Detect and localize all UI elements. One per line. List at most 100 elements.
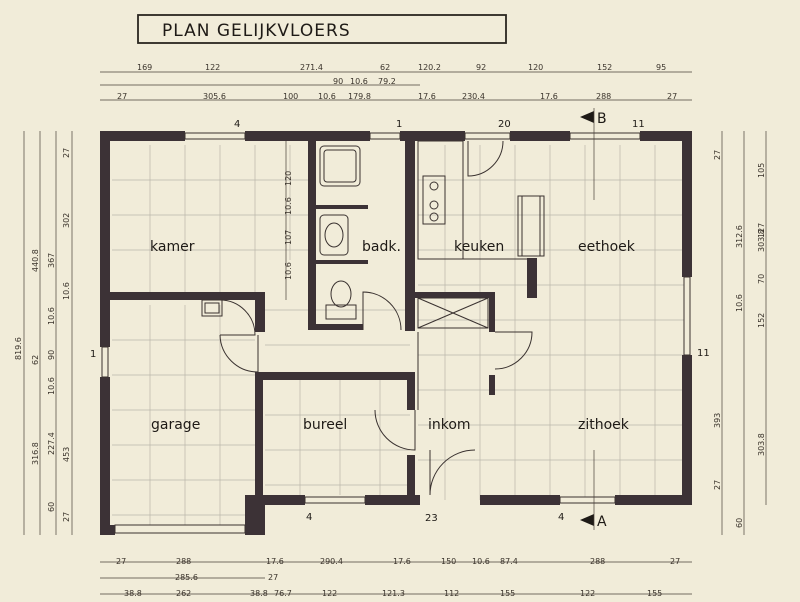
svg-text:271.4: 271.4 <box>300 63 323 72</box>
svg-text:10.6: 10.6 <box>47 307 56 325</box>
outer-wall-bottom-bureel-a <box>255 495 305 505</box>
svg-text:10.6: 10.6 <box>350 77 368 86</box>
dims-bottom-row3: 38.8 262 38.8 76.7 122 121.3 112 155 122… <box>124 589 662 598</box>
inner-wall-bureel-right-b <box>407 455 415 505</box>
svg-text:27: 27 <box>670 557 680 566</box>
room-zithoek: zithoek <box>578 417 630 433</box>
svg-text:17.6: 17.6 <box>266 557 284 566</box>
svg-text:62: 62 <box>380 63 390 72</box>
svg-text:179.8: 179.8 <box>348 92 371 101</box>
doors <box>219 140 533 496</box>
stove-icon <box>422 175 446 225</box>
svg-text:120: 120 <box>284 171 293 186</box>
inner-wall-bath-mid2 <box>316 260 368 264</box>
room-labels: kamer badk. keuken eethoek garage bureel… <box>150 239 636 433</box>
svg-text:92: 92 <box>476 63 486 72</box>
wall-mark-top-11: 11 <box>632 119 645 130</box>
svg-text:367: 367 <box>47 253 56 268</box>
door-garage-hall <box>219 334 259 373</box>
svg-text:79.2: 79.2 <box>378 77 396 86</box>
outer-wall-top-left <box>100 131 185 141</box>
svg-text:27: 27 <box>117 92 127 101</box>
fixtures <box>201 140 545 410</box>
door-kamer <box>219 299 256 336</box>
room-inkom: inkom <box>428 417 471 433</box>
outer-wall-right-bottom <box>682 355 692 505</box>
svg-text:127: 127 <box>757 223 766 238</box>
svg-text:120: 120 <box>528 63 543 72</box>
door-front <box>429 449 476 496</box>
room-bureel: bureel <box>303 417 347 433</box>
section-a-arrow <box>580 514 594 526</box>
svg-text:17.6: 17.6 <box>540 92 558 101</box>
plan-title: PLAN GELIJKVLOERS <box>162 21 351 41</box>
dims-top-row1: 169 122 271.4 62 120.2 92 120 152 95 <box>137 63 666 72</box>
svg-text:316.8: 316.8 <box>31 442 40 465</box>
section-b-label: B <box>597 111 607 127</box>
inner-wall-bath-right <box>405 141 415 331</box>
svg-text:10.6: 10.6 <box>284 262 293 280</box>
svg-text:122: 122 <box>580 589 595 598</box>
svg-text:393: 393 <box>713 413 722 428</box>
inner-wall-inkom-right-b <box>489 375 495 395</box>
outer-wall-bottom-right <box>615 495 692 505</box>
wall-mark-top-4: 4 <box>234 119 240 130</box>
outer-wall-top-right-a <box>400 131 465 141</box>
svg-text:105: 105 <box>757 163 766 178</box>
svg-text:290.4: 290.4 <box>320 557 343 566</box>
svg-text:100: 100 <box>283 92 298 101</box>
bathtub-icon <box>319 145 361 187</box>
window-right-eethoek <box>683 276 691 356</box>
svg-text:87.4: 87.4 <box>500 557 518 566</box>
svg-text:38.8: 38.8 <box>250 589 268 598</box>
svg-text:27: 27 <box>713 480 722 490</box>
dims-interior: 120 10.6 107 10.6 <box>284 171 293 280</box>
outer-wall-right-top <box>682 131 692 277</box>
inner-wall-inkom-right <box>489 292 495 332</box>
svg-text:76.7: 76.7 <box>274 589 292 598</box>
title-box <box>137 14 507 44</box>
outer-wall-bottom-inkom <box>480 495 560 505</box>
svg-text:27: 27 <box>62 148 71 158</box>
wall-mark-bottom-4a: 4 <box>306 512 312 523</box>
section-a-label: A <box>597 514 607 530</box>
window-bottom-bureel <box>304 496 366 504</box>
svg-text:27: 27 <box>713 150 722 160</box>
svg-text:10.6: 10.6 <box>472 557 490 566</box>
walls <box>100 131 692 535</box>
door-bath <box>362 291 402 331</box>
window-top-bath <box>369 132 401 140</box>
svg-text:303.8: 303.8 <box>757 433 766 456</box>
svg-text:285.6: 285.6 <box>175 573 198 582</box>
svg-text:819.6: 819.6 <box>14 337 23 360</box>
wall-mark-right-11: 11 <box>697 348 710 359</box>
dims-right: 27 105 127 70 10.6 152 393 27 60 312.6 3… <box>713 150 766 528</box>
floor-grid <box>112 145 688 525</box>
wall-mark-bottom-4b: 4 <box>558 512 564 523</box>
window-left-garage <box>101 346 109 378</box>
room-kamer: kamer <box>150 239 195 255</box>
inner-wall-bureel-right-a <box>407 372 415 410</box>
svg-text:262: 262 <box>176 589 191 598</box>
svg-text:10.6: 10.6 <box>735 294 744 312</box>
svg-text:453: 453 <box>62 447 71 462</box>
outer-wall-top-right-c <box>640 131 692 141</box>
svg-text:27: 27 <box>268 573 278 582</box>
svg-text:62: 62 <box>31 355 40 365</box>
window-top-eethoek <box>569 132 641 140</box>
svg-text:440.8: 440.8 <box>31 249 40 272</box>
svg-text:303.8: 303.8 <box>757 229 766 252</box>
svg-text:70: 70 <box>757 274 766 284</box>
svg-text:112: 112 <box>444 589 459 598</box>
room-eethoek: eethoek <box>578 239 636 255</box>
dims-top-row3: 27 305.6 100 10.6 179.8 17.6 230.4 17.6 … <box>117 92 677 101</box>
svg-text:155: 155 <box>647 589 662 598</box>
toilet-icon <box>325 304 357 320</box>
svg-text:152: 152 <box>597 63 612 72</box>
svg-text:90: 90 <box>47 350 56 360</box>
inner-wall-garage-top <box>110 292 265 300</box>
kitchen-counter <box>517 195 545 257</box>
svg-text:17.6: 17.6 <box>393 557 411 566</box>
outer-wall-left-top <box>100 131 110 347</box>
